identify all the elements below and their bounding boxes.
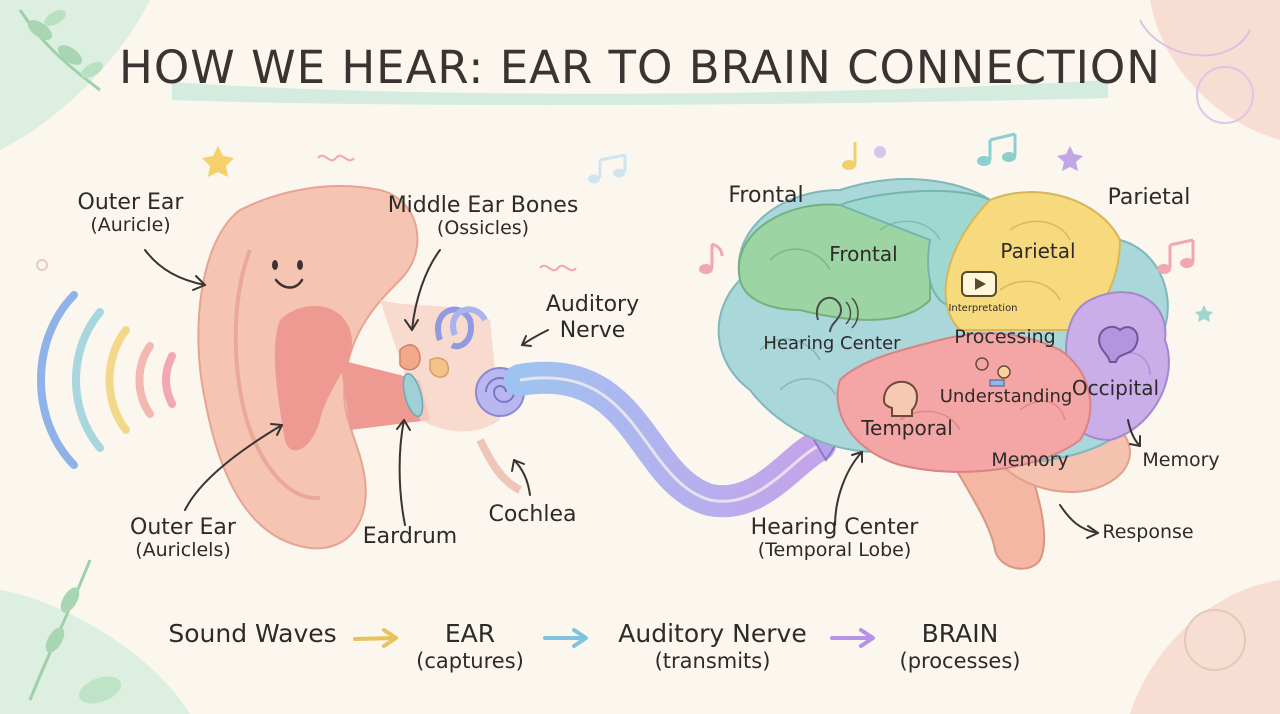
label-parietal-outside: Parietal [1094,185,1204,210]
corner-decor-bottom-right [1130,580,1280,714]
label-interpretation: Interpretation [948,303,1018,315]
label-hearing-center-temporal: Hearing Center (Temporal Lobe) [742,515,927,562]
flow-step-brain: BRAIN (processes) [880,620,1040,673]
label-outer-ear-bottom: Outer Ear (Auriclels) [108,515,258,562]
label-auditory-nerve: Auditory Nerve [535,292,650,345]
flow-step-label: Sound Waves [168,619,336,648]
label-memory-inner: Memory [986,450,1074,472]
label-hearing-center: Hearing Center [758,334,906,355]
label-middle-ear-bones: Middle Ear Bones (Ossicles) [378,193,588,240]
label-processing: Processing [950,327,1060,349]
label-outer-ear-top-sub: (Auricle) [58,215,203,237]
label-frontal-lobe: Frontal [816,243,911,266]
label-outer-ear-top-name: Outer Ear [78,190,184,215]
flow-step-sub: (captures) [400,649,540,673]
label-middle-ear-bones-name: Middle Ear Bones [388,193,579,218]
flow-step-sub: (transmits) [600,649,825,673]
label-middle-ear-bones-sub: (Ossicles) [378,218,588,240]
sound-waves [41,295,172,465]
label-eardrum: Eardrum [355,524,465,549]
label-hearing-center-temporal-name: Hearing Center [751,515,919,540]
ear-illustration [198,186,524,548]
label-occipital: Occipital [1068,377,1163,400]
flow-step-label: BRAIN [922,619,999,648]
label-memory-outer: Memory [1136,450,1226,472]
flow-step-label: Auditory Nerve [618,619,806,648]
label-auditory-nerve-line2: Nerve [535,318,650,344]
flow-step-sub: (processes) [880,649,1040,673]
label-response: Response [1098,522,1198,544]
flow-step-ear: EAR (captures) [400,620,540,673]
label-understanding: Understanding [938,387,1074,408]
label-frontal-outside: Frontal [716,183,816,208]
brain-illustration [719,179,1169,569]
label-outer-ear-bottom-name: Outer Ear [130,515,236,540]
flow-step-auditory-nerve: Auditory Nerve (transmits) [600,620,825,673]
label-parietal-lobe: Parietal [988,240,1088,263]
flow-step-sound-waves: Sound Waves [160,620,345,649]
flow-step-label: EAR [445,619,495,648]
label-hearing-center-temporal-sub: (Temporal Lobe) [742,540,927,562]
page-title: HOW WE HEAR: EAR TO BRAIN CONNECTION [0,42,1280,94]
label-cochlea: Cochlea [480,502,585,527]
label-auditory-nerve-line1: Auditory [535,292,650,318]
video-play-icon [962,272,996,296]
label-outer-ear-top: Outer Ear (Auricle) [58,190,203,237]
label-temporal: Temporal [853,417,961,440]
label-outer-ear-bottom-sub: (Auriclels) [108,540,258,562]
